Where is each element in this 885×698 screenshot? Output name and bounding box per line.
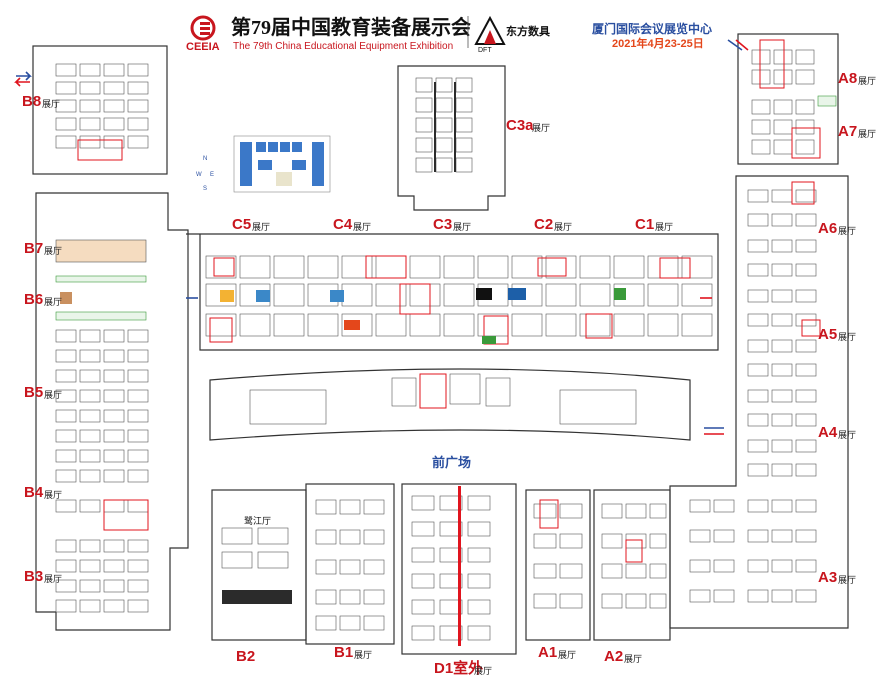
hall-label-b2: B2 xyxy=(236,648,255,665)
booth-grid-a8-a7 xyxy=(751,39,837,159)
compass-s: S xyxy=(203,186,207,192)
hall-label-c5: C5 展厅 xyxy=(232,216,270,233)
svg-text:展厅: 展厅 xyxy=(624,654,642,664)
hall-label-b1: B1 展厅 xyxy=(334,644,372,661)
compass-w: W xyxy=(196,172,202,178)
hall-label-a8: A8 展厅 xyxy=(838,70,876,87)
hall-label-b4: B4 展厅 xyxy=(24,484,62,501)
exhibition-title-en: The 79th China Educational Equipment Exh… xyxy=(233,41,453,52)
svg-text:C1: C1 xyxy=(635,216,654,233)
header: CEEIA 第79届中国教育装备展示会 The 79th China Educa… xyxy=(186,15,712,54)
hall-label-b5: B5 展厅 xyxy=(24,384,62,401)
hall-label-c3a: C3a 展厅 xyxy=(506,117,550,134)
svg-text:展厅: 展厅 xyxy=(474,666,492,676)
hall-label-a4: A4 展厅 xyxy=(818,424,856,441)
hall-labels: B8 展厅 C3a 展厅 A8 展厅 A7 展厅 C5 展厅 C4 展厅 C3 … xyxy=(22,70,876,677)
exhibition-title-cn: 第79届中国教育装备展示会 xyxy=(231,15,471,39)
svg-text:B7: B7 xyxy=(24,240,43,257)
svg-text:B3: B3 xyxy=(24,568,43,585)
svg-text:C3a: C3a xyxy=(506,117,534,134)
svg-text:A3: A3 xyxy=(818,569,837,586)
svg-text:展厅: 展厅 xyxy=(252,222,270,232)
svg-text:B5: B5 xyxy=(24,384,43,401)
hall-label-a3: A3 展厅 xyxy=(818,569,856,586)
svg-text:展厅: 展厅 xyxy=(453,222,471,232)
compass-n: N xyxy=(203,156,207,162)
svg-text:D1室外: D1室外 xyxy=(434,659,483,677)
svg-text:A8: A8 xyxy=(838,70,857,87)
hall-label-a6: A6 展厅 xyxy=(818,220,856,237)
hall-b2-inner-label: 鹭江厅 xyxy=(244,516,271,526)
hall-label-a1: A1 展厅 xyxy=(538,644,576,661)
svg-text:展厅: 展厅 xyxy=(42,99,60,109)
svg-text:B6: B6 xyxy=(24,291,43,308)
svg-text:展厅: 展厅 xyxy=(353,222,371,232)
front-plaza-label: 前广场 xyxy=(432,455,471,470)
partner-name: 东方数具 xyxy=(506,24,550,38)
hall-label-d1: D1室外 展厅 xyxy=(434,659,492,677)
svg-text:A5: A5 xyxy=(818,326,837,343)
svg-text:B8: B8 xyxy=(22,93,41,110)
partner-code: DFT xyxy=(478,47,492,54)
svg-text:C2: C2 xyxy=(534,216,553,233)
hall-label-a2: A2 展厅 xyxy=(604,648,642,665)
svg-text:展厅: 展厅 xyxy=(858,76,876,86)
hall-label-b7: B7 展厅 xyxy=(24,240,62,257)
svg-text:展厅: 展厅 xyxy=(655,222,673,232)
logo-text: CEEIA xyxy=(186,41,220,53)
hall-label-a5: A5 展厅 xyxy=(818,326,856,343)
svg-text:展厅: 展厅 xyxy=(554,222,572,232)
hall-label-b3: B3 展厅 xyxy=(24,568,62,585)
hall-label-a7: A7 展厅 xyxy=(838,123,876,140)
svg-text:展厅: 展厅 xyxy=(838,226,856,236)
venue-name: 厦门国际会议展览中心 xyxy=(592,21,712,36)
booth-grid-c3a xyxy=(415,77,473,173)
booth-grid-b-wing xyxy=(55,239,149,613)
hall-label-c4: C4 展厅 xyxy=(333,216,371,233)
hall-label-b6: B6 展厅 xyxy=(24,291,62,308)
svg-text:A7: A7 xyxy=(838,123,857,140)
svg-text:A2: A2 xyxy=(604,648,623,665)
booth-grid-a-wing xyxy=(689,181,821,603)
booth-grid-south-halls xyxy=(221,486,667,646)
svg-text:C4: C4 xyxy=(333,216,353,233)
booth-grid-c-hall xyxy=(205,255,713,345)
svg-text:展厅: 展厅 xyxy=(44,574,62,584)
svg-text:C3: C3 xyxy=(433,216,452,233)
svg-text:展厅: 展厅 xyxy=(44,490,62,500)
svg-text:展厅: 展厅 xyxy=(838,430,856,440)
hall-label-c1: C1 展厅 xyxy=(635,216,673,233)
booth-grid-b8 xyxy=(55,63,149,161)
svg-text:展厅: 展厅 xyxy=(558,650,576,660)
svg-text:A6: A6 xyxy=(818,220,837,237)
exhibition-date: 2021年4月23-25日 xyxy=(612,36,704,50)
plaza-booths xyxy=(249,373,637,425)
svg-text:展厅: 展厅 xyxy=(838,575,856,585)
svg-text:B2: B2 xyxy=(236,648,255,665)
hall-label-c3: C3 展厅 xyxy=(433,216,471,233)
svg-text:展厅: 展厅 xyxy=(44,390,62,400)
svg-text:展厅: 展厅 xyxy=(532,123,550,133)
svg-text:展厅: 展厅 xyxy=(44,297,62,307)
svg-text:展厅: 展厅 xyxy=(838,332,856,342)
svg-text:展厅: 展厅 xyxy=(858,129,876,139)
ceeia-logo: CEEIA xyxy=(186,15,220,53)
entrance-arrows xyxy=(14,39,749,435)
compass-e: E xyxy=(210,172,214,178)
svg-text:B4: B4 xyxy=(24,484,44,501)
svg-text:B1: B1 xyxy=(334,644,353,661)
hall-label-c2: C2 展厅 xyxy=(534,216,572,233)
svg-text:A4: A4 xyxy=(818,424,838,441)
hall-outlines xyxy=(32,33,849,655)
partner-logo: 东方数具 DFT xyxy=(474,15,550,54)
hall-label-b8: B8 展厅 xyxy=(22,93,60,110)
svg-text:A1: A1 xyxy=(538,644,557,661)
svg-text:C5: C5 xyxy=(232,216,251,233)
site-locator-inset: N E S W xyxy=(196,135,331,193)
svg-text:展厅: 展厅 xyxy=(44,246,62,256)
svg-text:展厅: 展厅 xyxy=(354,650,372,660)
